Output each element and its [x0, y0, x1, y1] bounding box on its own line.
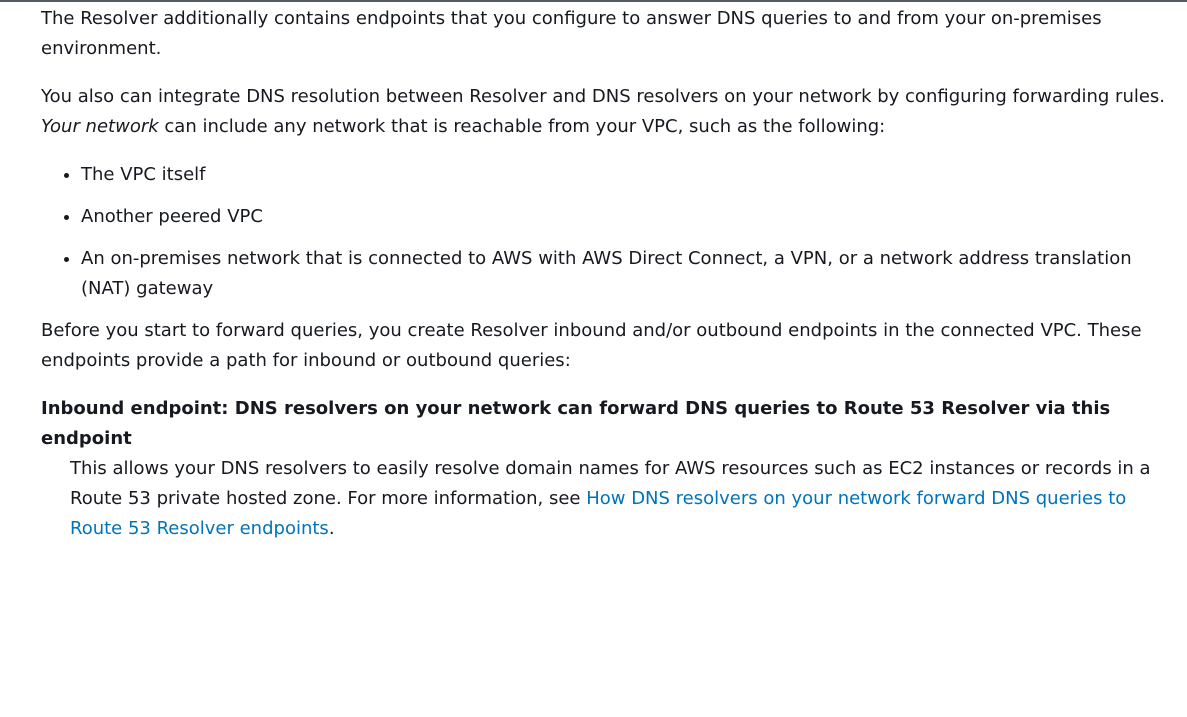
top-divider — [0, 0, 1187, 2]
paragraph-endpoints-intro: Before you start to forward queries, you… — [41, 320, 1142, 371]
inbound-endpoint-description: This allows your DNS resolvers to easily… — [70, 454, 1181, 544]
list-item: An on-premises network that is connected… — [81, 244, 1181, 304]
paragraph-forwarding-rules: You also can integrate DNS resolution be… — [41, 82, 1181, 142]
inbound-forwarding-link[interactable]: How DNS resolvers on your network forwar… — [70, 488, 1127, 539]
list-item: The VPC itself — [81, 160, 1181, 190]
doc-content: The Resolver additionally contains endpo… — [41, 4, 1181, 544]
paragraph-forwarding-text-end: can include any network that is reachabl… — [158, 116, 886, 137]
inbound-description-text: This allows your DNS resolvers to easily… — [70, 458, 1151, 509]
inbound-description-period: . — [328, 518, 335, 539]
paragraph-resolver-endpoints: The Resolver additionally contains endpo… — [41, 8, 1102, 59]
network-list: The VPC itself Another peered VPC An on-… — [41, 160, 1181, 304]
your-network-term: Your network — [41, 116, 159, 137]
paragraph-forwarding-text-start: You also can integrate DNS resolution be… — [41, 86, 1166, 107]
list-item: Another peered VPC — [81, 202, 1181, 232]
inbound-endpoint-term: Inbound endpoint: DNS resolvers on your … — [41, 398, 1111, 449]
